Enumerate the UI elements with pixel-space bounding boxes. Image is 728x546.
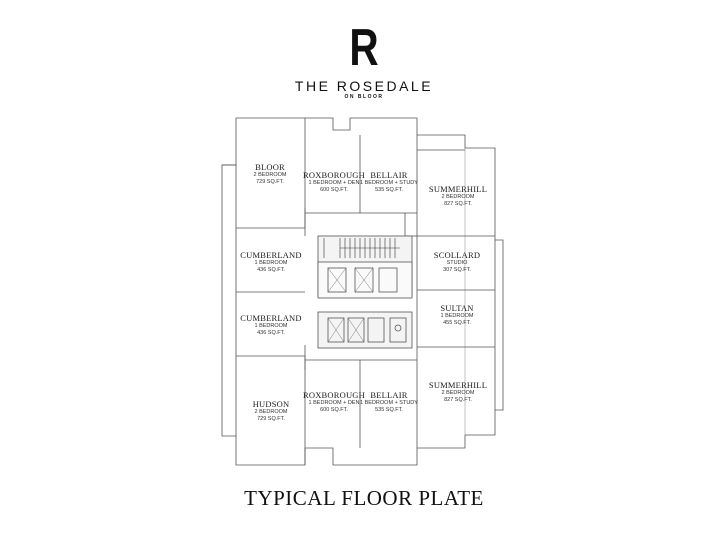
unit-type: 1 BEDROOM	[254, 323, 288, 329]
unit-area: 827 SQ.FT.	[444, 201, 472, 207]
unit-area: 600 SQ.FT.	[320, 187, 348, 193]
unit-label: SULTAN 1 BEDROOM 455 SQ.FT.	[402, 303, 512, 327]
unit-name: BELLAIR	[370, 390, 408, 400]
unit-label: ROXBOROUGH 1 BEDROOM + DEN 600 SQ.FT.	[279, 390, 389, 414]
building-outline	[221, 117, 504, 466]
building-core	[317, 235, 413, 349]
unit-name: BELLAIR	[370, 170, 408, 180]
unit-area: 600 SQ.FT.	[320, 407, 348, 413]
unit-type: 2 BEDROOM	[254, 409, 288, 415]
unit-name: SCOLLARD	[433, 250, 481, 260]
unit-label: BELLAIR 1 BEDROOM + STUDY 535 SQ.FT.	[334, 390, 444, 414]
unit-type: 1 BEDROOM + DEN	[308, 180, 360, 186]
unit-area: 455 SQ.FT.	[443, 320, 471, 326]
unit-name: SUMMERHILL	[428, 380, 488, 390]
unit-label: SUMMERHILL 2 BEDROOM 827 SQ.FT.	[403, 184, 513, 208]
unit-type: 1 BEDROOM	[440, 313, 474, 319]
unit-area: 436 SQ.FT.	[257, 330, 285, 336]
logo-name: THE ROSEDALE	[294, 78, 434, 94]
unit-type: 2 BEDROOM	[253, 172, 287, 178]
unit-name: CUMBERLAND	[240, 313, 302, 323]
unit-label: ROXBOROUGH 1 BEDROOM + DEN 600 SQ.FT.	[279, 170, 389, 194]
unit-label: BLOOR 2 BEDROOM 729 SQ.FT.	[215, 162, 325, 186]
unit-name: HUDSON	[252, 399, 290, 409]
unit-type: 2 BEDROOM	[441, 194, 475, 200]
unit-name: ROXBOROUGH	[303, 390, 365, 400]
unit-name: SUMMERHILL	[428, 184, 488, 194]
unit-type: 1 BEDROOM + DEN	[308, 400, 360, 406]
unit-area: 535 SQ.FT.	[375, 407, 403, 413]
unit-name: CUMBERLAND	[240, 250, 302, 260]
unit-type: 2 BEDROOM	[441, 390, 475, 396]
unit-type: 1 BEDROOM + STUDY	[360, 180, 418, 186]
unit-name: BLOOR	[255, 162, 285, 172]
unit-type: STUDIO	[446, 260, 468, 266]
unit-area: 436 SQ.FT.	[257, 267, 285, 273]
unit-area: 827 SQ.FT.	[444, 397, 472, 403]
unit-area: 307 SQ.FT.	[443, 267, 471, 273]
unit-area: 729 SQ.FT.	[257, 416, 285, 422]
unit-label: SCOLLARD STUDIO 307 SQ.FT.	[402, 250, 512, 274]
logo-subtitle: ON BLOOR	[344, 94, 384, 100]
unit-type: 1 BEDROOM	[254, 260, 288, 266]
floor-plate-caption: TYPICAL FLOOR PLATE	[244, 486, 484, 510]
unit-area: 535 SQ.FT.	[375, 187, 403, 193]
unit-area: 729 SQ.FT.	[256, 179, 284, 185]
unit-label: HUDSON 2 BEDROOM 729 SQ.FT.	[216, 399, 326, 423]
unit-label: CUMBERLAND 1 BEDROOM 436 SQ.FT.	[216, 313, 326, 337]
unit-label: BELLAIR 1 BEDROOM + STUDY 535 SQ.FT.	[334, 170, 444, 194]
logo-letter: R	[349, 19, 379, 77]
unit-type: 1 BEDROOM + STUDY	[360, 400, 418, 406]
unit-walls	[236, 118, 495, 465]
unit-name: SULTAN	[440, 303, 474, 313]
unit-label: SUMMERHILL 2 BEDROOM 827 SQ.FT.	[403, 380, 513, 404]
unit-name: ROXBOROUGH	[303, 170, 365, 180]
unit-label: CUMBERLAND 1 BEDROOM 436 SQ.FT.	[216, 250, 326, 274]
